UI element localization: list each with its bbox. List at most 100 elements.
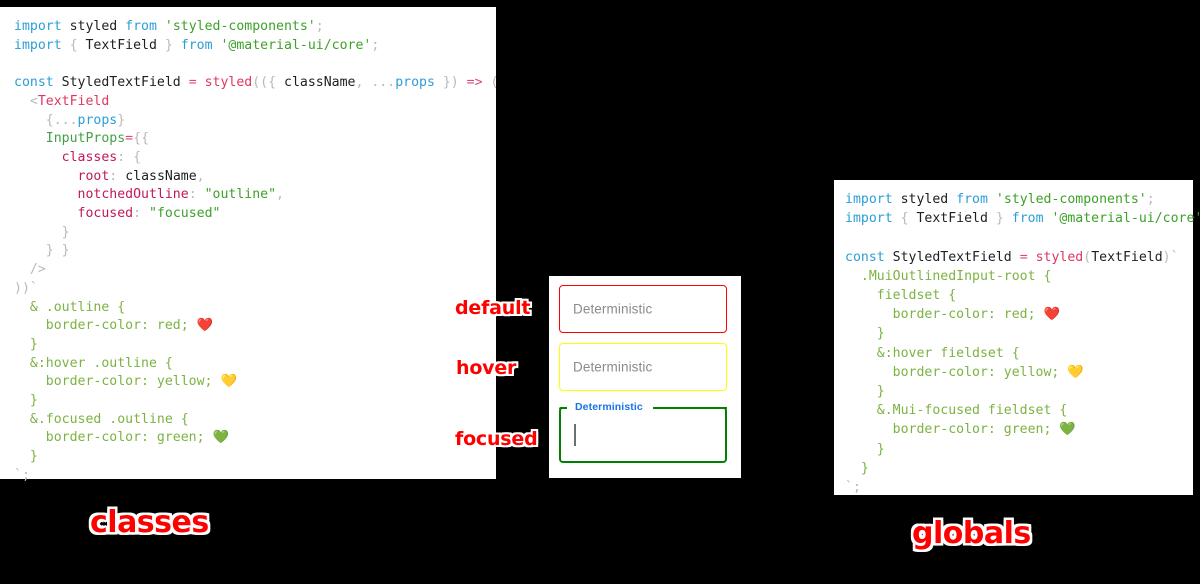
code-token: TextField [37,93,110,109]
code-token [14,150,62,165]
code-token: from [956,192,988,207]
code-line: &:hover .outline { [14,355,498,374]
code-line: } [14,392,498,411]
code-token: { [61,37,86,53]
code-line: InputProps={{ [14,130,498,149]
code-token: root [77,168,110,184]
code-token [14,131,46,146]
code-token: '@material-ui/core' [1051,211,1200,227]
code-token: import [845,211,893,227]
code-token: styled [1035,249,1084,265]
code-line: } [845,324,1200,343]
code-token: const [845,249,885,265]
code-token: } [14,449,38,465]
code-token: &:hover fieldset { [845,345,1020,361]
textfield-default[interactable]: Deterministic [559,285,727,333]
code-token [197,75,205,90]
code-line: } [14,336,498,355]
callout-default: default [455,297,531,319]
code-token [14,113,46,128]
code-line: border-color: yellow; 💛 [14,373,498,392]
code-token: notchedOutline [77,187,189,203]
code-token: ))` [14,280,38,296]
code-line: import { TextField } from '@material-ui/… [845,209,1200,228]
notch-left-segment [559,407,567,409]
code-token [14,169,78,184]
code-token: )` [1162,249,1179,265]
code-line [845,228,1200,247]
code-token: border-color: red; [14,318,197,334]
section-label-globals: globals [912,516,1031,551]
code-token: from [125,19,157,34]
code-token: , [355,75,372,91]
code-line: root: className, [14,168,498,187]
code-line [14,55,498,74]
code-token: import [14,37,62,53]
code-token: &.focused .outline { [14,411,189,427]
code-token [14,206,78,221]
code-line: border-color: red; ❤️ [14,317,498,336]
textfield-focused[interactable]: Deterministic [559,401,727,463]
code-token: import [14,19,62,34]
code-line: border-color: green; 💚 [845,420,1200,439]
code-token: StyledTextField [53,75,189,91]
textfield-hover[interactable]: Deterministic [559,343,727,391]
code-token [14,225,62,240]
code-token: ; [371,37,380,53]
code-line: <TextField [14,93,498,112]
code-line: `; [845,478,1200,497]
code-token: 💚 [1059,422,1076,438]
code-line: &:hover fieldset { [845,344,1200,363]
code-token: border-color: yellow; [14,374,221,390]
code-token: border-color: green; [14,430,213,446]
code-token: }) [434,75,467,91]
code-line: fieldset { [845,286,1200,305]
code-line: /> [14,261,498,280]
code-token: className [125,168,197,184]
code-token: ❤️ [1043,307,1060,323]
textfield-focused-label: Deterministic [572,401,646,413]
code-token: "outline" [204,187,277,203]
code-token: `; [845,480,861,496]
code-token: {{ [133,131,150,147]
code-token: ( [1083,249,1092,265]
code-token: ❤️ [196,318,214,334]
code-token: < [29,93,38,109]
code-token: from [1011,211,1044,227]
code-token: styled [204,75,253,91]
code-token: 💛 [1067,364,1084,380]
code-token: : [133,206,149,222]
code-line: border-color: yellow; 💛 [845,363,1200,382]
code-token [14,94,30,109]
code-token: ... [371,75,396,91]
code-token: /> [29,262,46,278]
code-token: import [845,192,893,207]
callout-focused: focused [455,428,538,450]
code-line: } [14,448,498,467]
code-token: focused [77,206,134,222]
code-token: const [14,75,54,91]
section-label-classes: classes [90,505,209,540]
code-token [14,243,46,258]
notch-right-segment [653,407,727,409]
code-token: } } [45,243,70,259]
code-token: = [188,75,197,91]
code-token: & .outline { [14,299,126,315]
code-token: } [14,336,38,352]
code-token: => [466,75,483,91]
textfield-preview-panel: Deterministic Deterministic Deterministi… [549,276,741,478]
code-token: = [1019,249,1028,265]
code-token: , [276,187,284,203]
code-token: 'styled-components' [164,19,316,34]
code-token: TextField [916,211,988,227]
code-token: className [284,75,356,91]
code-token: classes [61,149,118,165]
code-line: &.focused .outline { [14,411,498,430]
code-token: InputProps [45,131,126,147]
text-caret [574,424,576,446]
code-token: styled [892,192,957,207]
code-token: ; [315,19,324,34]
code-token: = [125,131,134,147]
code-line: } [845,459,1200,478]
code-token: (({ [252,75,284,91]
